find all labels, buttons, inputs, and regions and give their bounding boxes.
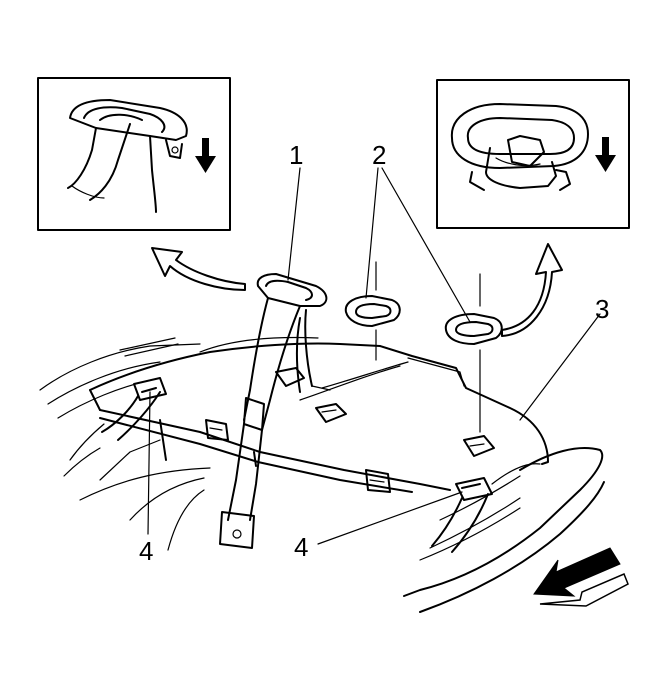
curved-arrow-icon — [501, 243, 563, 337]
callout-4-left: 4 — [139, 536, 153, 566]
detail-inset-left — [37, 77, 231, 231]
callout-1: 1 — [289, 140, 303, 170]
callout-4-right: 4 — [294, 532, 308, 562]
outboard-belt-left — [101, 377, 167, 441]
rear-package-shelf-assembly — [39, 336, 605, 613]
center-belt-bezel — [219, 273, 331, 549]
belt-bezel-closeup-left — [67, 99, 188, 213]
loose-bezel-right — [444, 273, 503, 433]
arrow-down-icon — [195, 138, 216, 173]
callout-2: 2 — [372, 140, 386, 170]
callout-3: 3 — [595, 294, 609, 324]
detail-inset-right — [436, 79, 630, 229]
belt-guide-closeup-right — [450, 103, 589, 191]
loose-bezel-left — [344, 261, 401, 361]
forward-direction-arrow-icon — [533, 547, 629, 607]
leader-lines — [147, 167, 601, 545]
outboard-belt-right — [431, 463, 541, 553]
arrow-down-icon — [595, 137, 616, 172]
curved-arrow-icon — [151, 247, 246, 291]
